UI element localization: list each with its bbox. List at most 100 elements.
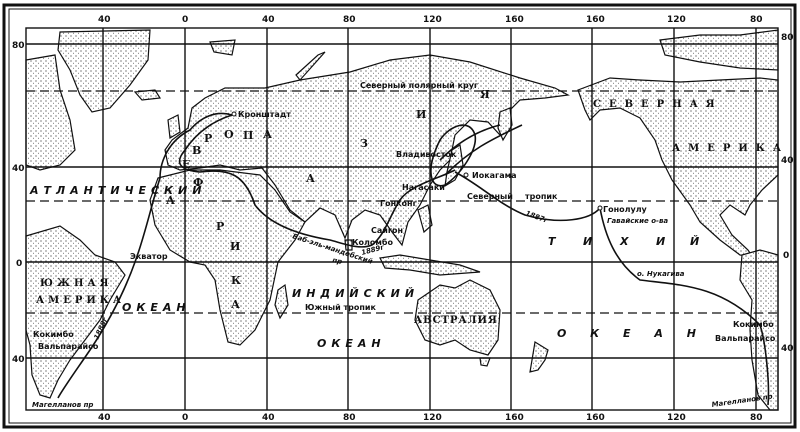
svg-text:И: И [230, 240, 240, 253]
south-tropic-label: Южный тропик [305, 303, 376, 312]
svg-text:Я: Я [480, 88, 490, 101]
coquimbo-west-label: Кокимбо [33, 329, 74, 339]
magellan-west-label: Магелланов пр [32, 401, 93, 409]
kronstadt-marker [231, 111, 237, 117]
south-america-label-2: АМЕРИКА [36, 295, 125, 306]
lon-label: 40 [98, 413, 111, 423]
lat-label: 0 [783, 251, 789, 261]
svg-text:И: И [656, 235, 670, 248]
lon-label: 80 [750, 413, 763, 423]
lon-label: 120 [423, 413, 442, 423]
svg-text:З: З [360, 137, 368, 150]
atlantic-ocean-label: ОКЕАН [122, 301, 191, 314]
svg-text:Р: Р [216, 220, 224, 233]
valparaiso-east-label: Вальпарайсо [715, 334, 776, 343]
asia-label: А З И Я [306, 88, 490, 185]
svg-text:В: В [192, 144, 201, 157]
philippines [417, 204, 433, 234]
lon-label: 80 [750, 15, 763, 25]
south-america-label-1: ЮЖНАЯ [40, 278, 112, 289]
svg-text:Х: Х [619, 235, 633, 248]
inner-frame [8, 8, 792, 424]
arctic-circle-label: Северный полярный круг [360, 81, 478, 90]
svg-text:О: О [224, 128, 234, 141]
svg-text:Т: Т [548, 235, 561, 248]
nukuhiva-label: о. Нукагива [637, 270, 685, 278]
lon-label: 120 [667, 413, 686, 423]
svg-text:А: А [263, 128, 272, 141]
bab-el-mandeb-strait-label: пр [332, 256, 343, 266]
lon-label: 120 [423, 15, 442, 25]
iceland [133, 89, 162, 101]
svalbard [209, 39, 236, 56]
svg-text:П: П [243, 129, 253, 142]
pacific-label: Т И Х И Й [548, 235, 704, 248]
honolulu-marker [597, 205, 603, 211]
valparaiso-west-label: Вальпарайсо [38, 342, 99, 351]
colombo-label: Коломбо [352, 237, 394, 247]
lat-label: 80 [781, 33, 794, 43]
honolulu-label: Гонолулу [603, 205, 648, 214]
yokohama-label: Иокагама [472, 171, 517, 180]
lat-label: 0 [16, 259, 22, 269]
lon-label: 160 [586, 413, 605, 423]
atlantic-label: АТЛАНТИЧЕСКИЙ [29, 184, 206, 197]
canadian-archipelago [659, 29, 779, 71]
lon-label: 80 [343, 15, 356, 25]
svg-text:А: А [231, 298, 240, 311]
svg-text:А: А [166, 194, 175, 207]
lat-label: 40 [12, 164, 25, 174]
north-tropic-label-a: Северный [467, 192, 513, 201]
voyage-routes [57, 112, 770, 406]
svg-text:И: И [583, 235, 597, 248]
canada-arctic-islands [25, 54, 76, 171]
equator-label: Экватор [130, 252, 168, 261]
lon-labels-bottom: 40 0 40 80 120 160 160 120 80 [98, 413, 763, 423]
magellan-east-label: Магелланов пр [711, 393, 773, 409]
lon-labels-top: 40 0 40 80 120 160 160 120 80 [98, 15, 763, 25]
lat-label: 40 [781, 156, 794, 166]
lon-label: 40 [262, 413, 275, 423]
north-america-label-2: АМЕРИКА [672, 143, 789, 154]
saigon-label: Сайгон [371, 226, 403, 235]
svg-text:К: К [231, 274, 241, 287]
lon-label: 40 [262, 15, 275, 25]
kronstadt-label: Кронштадт [238, 110, 291, 119]
south-america-east [739, 249, 779, 411]
australia [414, 279, 501, 356]
svg-text:И: И [416, 108, 426, 121]
lon-label: 160 [505, 15, 524, 25]
svg-text:Ф: Ф [193, 176, 203, 189]
lon-label: 0 [182, 15, 188, 25]
lat-labels-right: 80 40 0 40 [781, 33, 794, 354]
coquimbo-east-label: Кокимбо [733, 319, 774, 329]
yokohama-marker [463, 172, 469, 178]
indian-ocean-label: ОКЕАН [317, 337, 386, 350]
lon-label: 80 [343, 413, 356, 423]
greenland [57, 29, 151, 113]
madagascar [274, 283, 289, 320]
vladivostok-label: Владивосток [396, 150, 457, 159]
pacific-ocean-label: О К Е А Н [557, 327, 706, 340]
lat-label: 40 [12, 355, 25, 365]
nagasaki-label: Нагасаки [402, 183, 445, 192]
north-america-label-1: СЕВЕРНАЯ [593, 99, 723, 110]
africa-label: А Ф Р И К А [166, 176, 241, 311]
british-isles [167, 114, 181, 139]
lat-labels-left: 80 40 0 40 [12, 41, 25, 365]
svg-text:Й: Й [690, 235, 704, 248]
tasmania [479, 357, 491, 367]
indian-label: ИНДИЙСКИЙ [292, 287, 419, 300]
lon-label: 40 [98, 15, 111, 25]
africa [149, 169, 306, 346]
south-america-west [25, 225, 126, 399]
lat-label: 40 [781, 344, 794, 354]
lat-label: 80 [12, 41, 25, 51]
new-zealand [529, 341, 549, 373]
north-tropic-label-b: тропик [525, 192, 558, 201]
lon-label: 160 [586, 15, 605, 25]
lon-label: 0 [182, 413, 188, 423]
graticule [25, 27, 779, 411]
hongkong-label: Гонконг [380, 199, 417, 208]
